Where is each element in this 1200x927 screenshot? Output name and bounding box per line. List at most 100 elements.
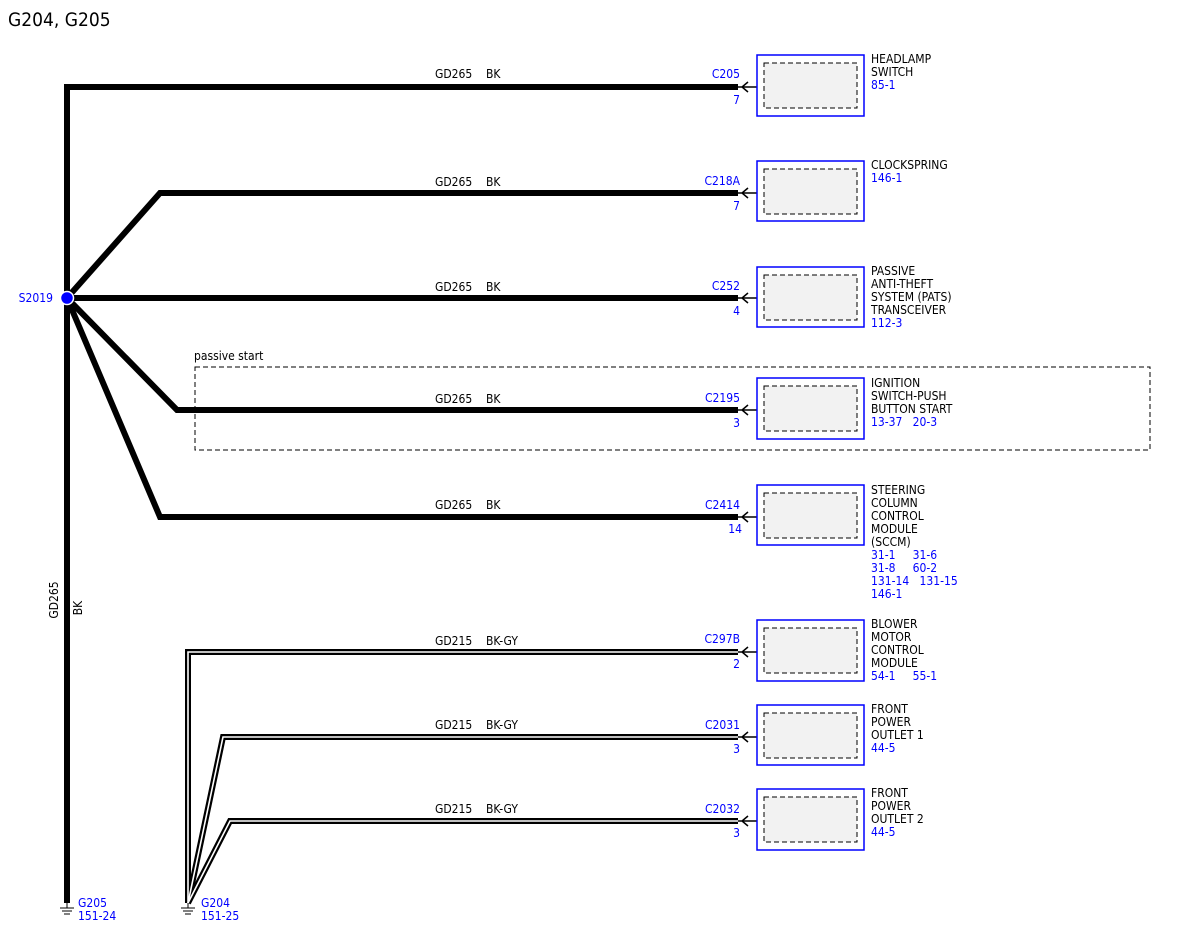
component-name-line: OUTLET 1 [871, 728, 924, 742]
ground-g205[interactable]: G205 151-24 [60, 896, 116, 923]
wire-color-label: BK [486, 175, 501, 189]
wire-front-power-outlet-2 [187, 820, 738, 904]
component-name-line: MODULE [871, 522, 918, 536]
wire-circuit-label: GD265 [435, 498, 472, 512]
splice-dot[interactable] [59, 290, 75, 306]
wire-ignition-switch [64, 295, 738, 413]
connector-pin: 3 [733, 826, 740, 840]
page-ref-link[interactable]: 131-14 131-15 [871, 574, 958, 588]
gd265-wires [64, 84, 738, 903]
gd215-wires [185, 649, 738, 905]
component-name-line: POWER [871, 799, 912, 813]
connector-labels: C205 7 C218A 7 C252 4 C2195 3 C2414 14 C… [704, 67, 742, 840]
ground-id: G205 [78, 896, 107, 910]
component-pats-transceiver[interactable] [756, 266, 865, 328]
connector-pin: 2 [733, 657, 740, 671]
wire-color-label: BK-GY [486, 802, 518, 816]
page-ref-link[interactable]: 54-1 55-1 [871, 669, 937, 683]
component-name-line: HEADLAMP [871, 52, 932, 66]
connector-pin: 14 [728, 522, 742, 536]
wire-color-label: BK-GY [486, 634, 518, 648]
component-boxes [756, 54, 865, 851]
component-name-line: SYSTEM (PATS) [871, 290, 952, 304]
connector-id: C297B [704, 632, 740, 646]
ground-ref: 151-25 [201, 909, 239, 923]
page-ref-link[interactable]: 13-37 20-3 [871, 415, 937, 429]
component-ignition-switch[interactable] [756, 377, 865, 440]
component-name-line: IGNITION [871, 376, 920, 390]
ground-id: G204 [201, 896, 230, 910]
wire-headlamp-switch [64, 84, 738, 903]
component-front-power-outlet-1[interactable] [756, 704, 865, 766]
component-name-line: MODULE [871, 656, 918, 670]
wire-blower-motor [187, 651, 738, 903]
wire-circuit-label: GD265 [435, 392, 472, 406]
component-name-line: COLUMN [871, 496, 918, 510]
wire-color-label: BK [486, 392, 501, 406]
page-ref-link[interactable]: 146-1 [871, 587, 902, 601]
component-name-line: BLOWER [871, 617, 918, 631]
page-ref-link[interactable]: 44-5 [871, 825, 896, 839]
connector-pin: 7 [733, 93, 740, 107]
connector-id: C2414 [705, 498, 740, 512]
page-ref-link[interactable]: 44-5 [871, 741, 896, 755]
page-ref-link[interactable]: 112-3 [871, 316, 902, 330]
component-name-line: ANTI-THEFT [871, 277, 934, 291]
wire-color-label: BK [486, 280, 501, 294]
connector-id: C2195 [705, 391, 740, 405]
wire-labels: GD265 BK GD265 BK GD265 BK GD265 BK GD26… [435, 67, 518, 816]
diagram-title: G204, G205 [8, 9, 111, 31]
component-name-line: CONTROL [871, 509, 924, 523]
connector-pin: 3 [733, 416, 740, 430]
connector-id: C2032 [705, 802, 740, 816]
connector-pin: 4 [733, 304, 740, 318]
component-name-line: SWITCH-PUSH [871, 389, 947, 403]
wire-front-power-outlet-1 [187, 736, 738, 904]
component-front-power-outlet-2[interactable] [756, 788, 865, 851]
component-name-line: CONTROL [871, 643, 924, 657]
component-sccm[interactable] [756, 484, 865, 546]
wire-circuit-label: GD265 [435, 280, 472, 294]
component-name-line: (SCCM) [871, 535, 911, 549]
component-name-line: MOTOR [871, 630, 912, 644]
connector-id: C218A [704, 174, 740, 188]
component-name-line: CLOCKSPRING [871, 158, 948, 172]
component-name-line: TRANSCEIVER [870, 303, 947, 317]
component-name-line: FRONT [871, 786, 908, 800]
wire-circuit-label: GD215 [435, 634, 472, 648]
component-name-line: BUTTON START [871, 402, 953, 416]
wire-color-label: BK-GY [486, 718, 518, 732]
wire-color-label: BK [486, 498, 501, 512]
component-blower-motor-control-module[interactable] [756, 619, 865, 682]
component-name-line: STEERING [871, 483, 925, 497]
ground-icon [60, 903, 74, 915]
component-refs: 85-1 146-1 112-3 13-37 20-3 31-1 31-6 31… [871, 78, 958, 839]
wire-circuit-label: GD215 [435, 802, 472, 816]
component-name-line: POWER [871, 715, 912, 729]
page-ref-link[interactable]: 31-8 60-2 [871, 561, 937, 575]
passive-start-label: passive start [194, 349, 263, 363]
component-name-line: FRONT [871, 702, 908, 716]
component-clockspring[interactable] [756, 160, 865, 222]
wire-clockspring [64, 190, 738, 300]
ground-ref: 151-24 [78, 909, 116, 923]
wire-color-label: BK [486, 67, 501, 81]
component-name-line: OUTLET 2 [871, 812, 924, 826]
component-name-line: PASSIVE [871, 264, 915, 278]
page-ref-link[interactable]: 31-1 31-6 [871, 548, 937, 562]
connector-id: C2031 [705, 718, 740, 732]
component-name-line: SWITCH [871, 65, 913, 79]
page-ref-link[interactable]: 85-1 [871, 78, 896, 92]
wire-sccm [64, 296, 738, 520]
trunk-color-label: BK [71, 600, 85, 615]
wire-circuit-label: GD215 [435, 718, 472, 732]
trunk-circuit-label: GD265 [47, 581, 61, 618]
ground-icon [181, 903, 195, 915]
wire-circuit-label: GD265 [435, 175, 472, 189]
component-headlamp-switch[interactable] [756, 54, 865, 117]
page-ref-link[interactable]: 146-1 [871, 171, 902, 185]
connector-id: C205 [712, 67, 740, 81]
ground-g204[interactable]: G204 151-25 [181, 896, 239, 923]
connector-pin: 7 [733, 199, 740, 213]
